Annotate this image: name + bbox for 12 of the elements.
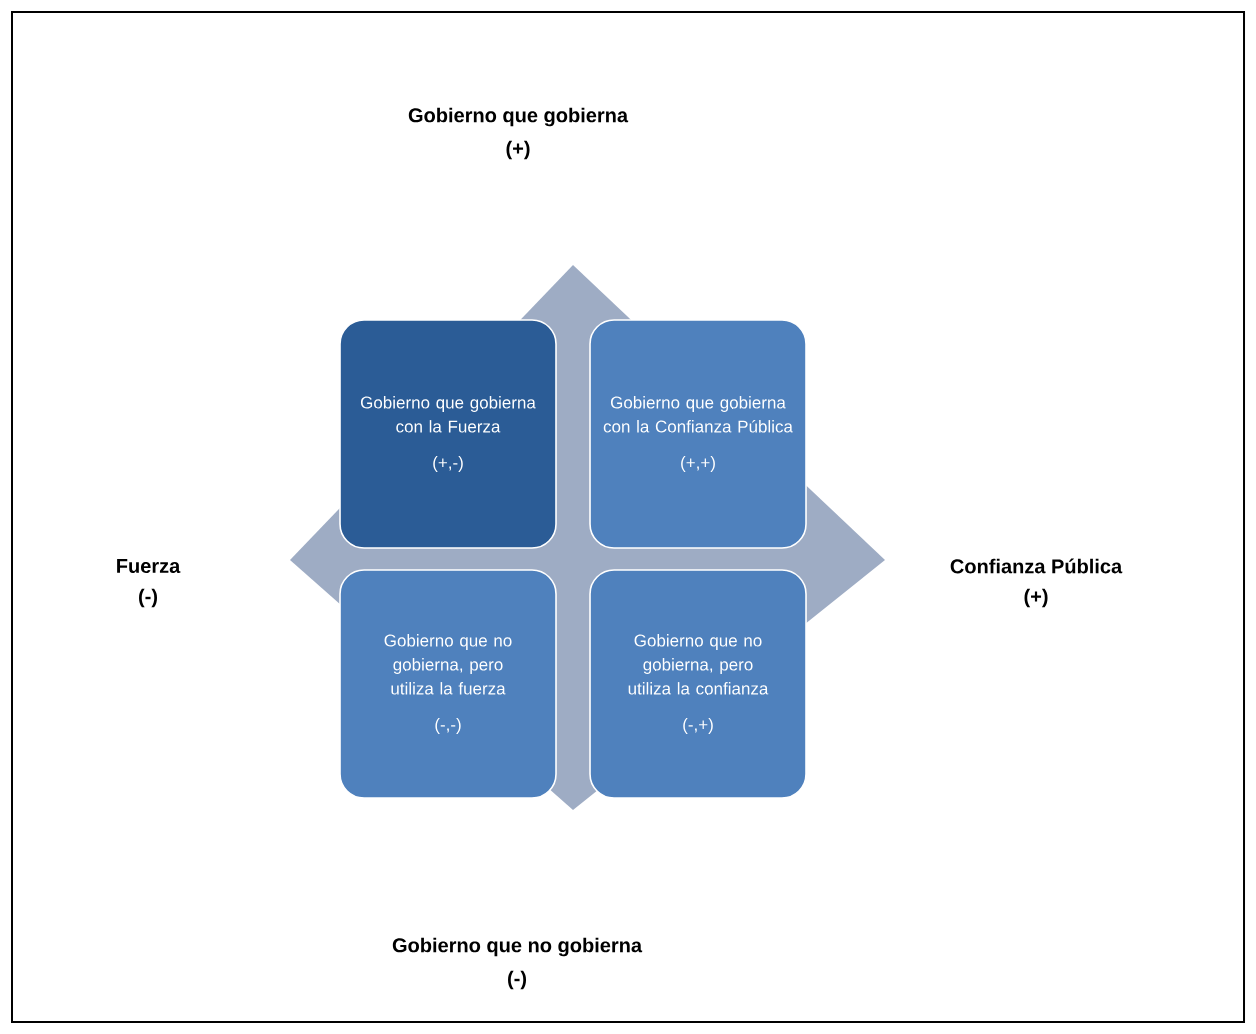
quadrant-box: Gobierno que gobierna con la Fuerza (+,-) bbox=[339, 319, 557, 549]
quadrant-box: Gobierno que no gobierna, pero utiliza la confianza (-,+) bbox=[589, 569, 807, 799]
quadrant-box: Gobierno que gobierna con la Confianza Pública (+,+) bbox=[589, 319, 807, 549]
axis-label: Gobierno que gobierna bbox=[408, 107, 629, 127]
axis-label: (-) bbox=[139, 588, 157, 608]
axis-label: (+) bbox=[1024, 588, 1048, 608]
axis-label: (+) bbox=[506, 140, 530, 160]
axis-label: Fuerza bbox=[117, 559, 181, 573]
axis-label: Confianza Pública bbox=[950, 558, 1123, 574]
axis-label: (-) bbox=[508, 970, 526, 990]
axis-label: Gobierno que no gobierna bbox=[392, 937, 643, 957]
quadrant-box: Gobierno que no gobierna, pero utiliza la fuerza (-,-) bbox=[339, 569, 557, 799]
